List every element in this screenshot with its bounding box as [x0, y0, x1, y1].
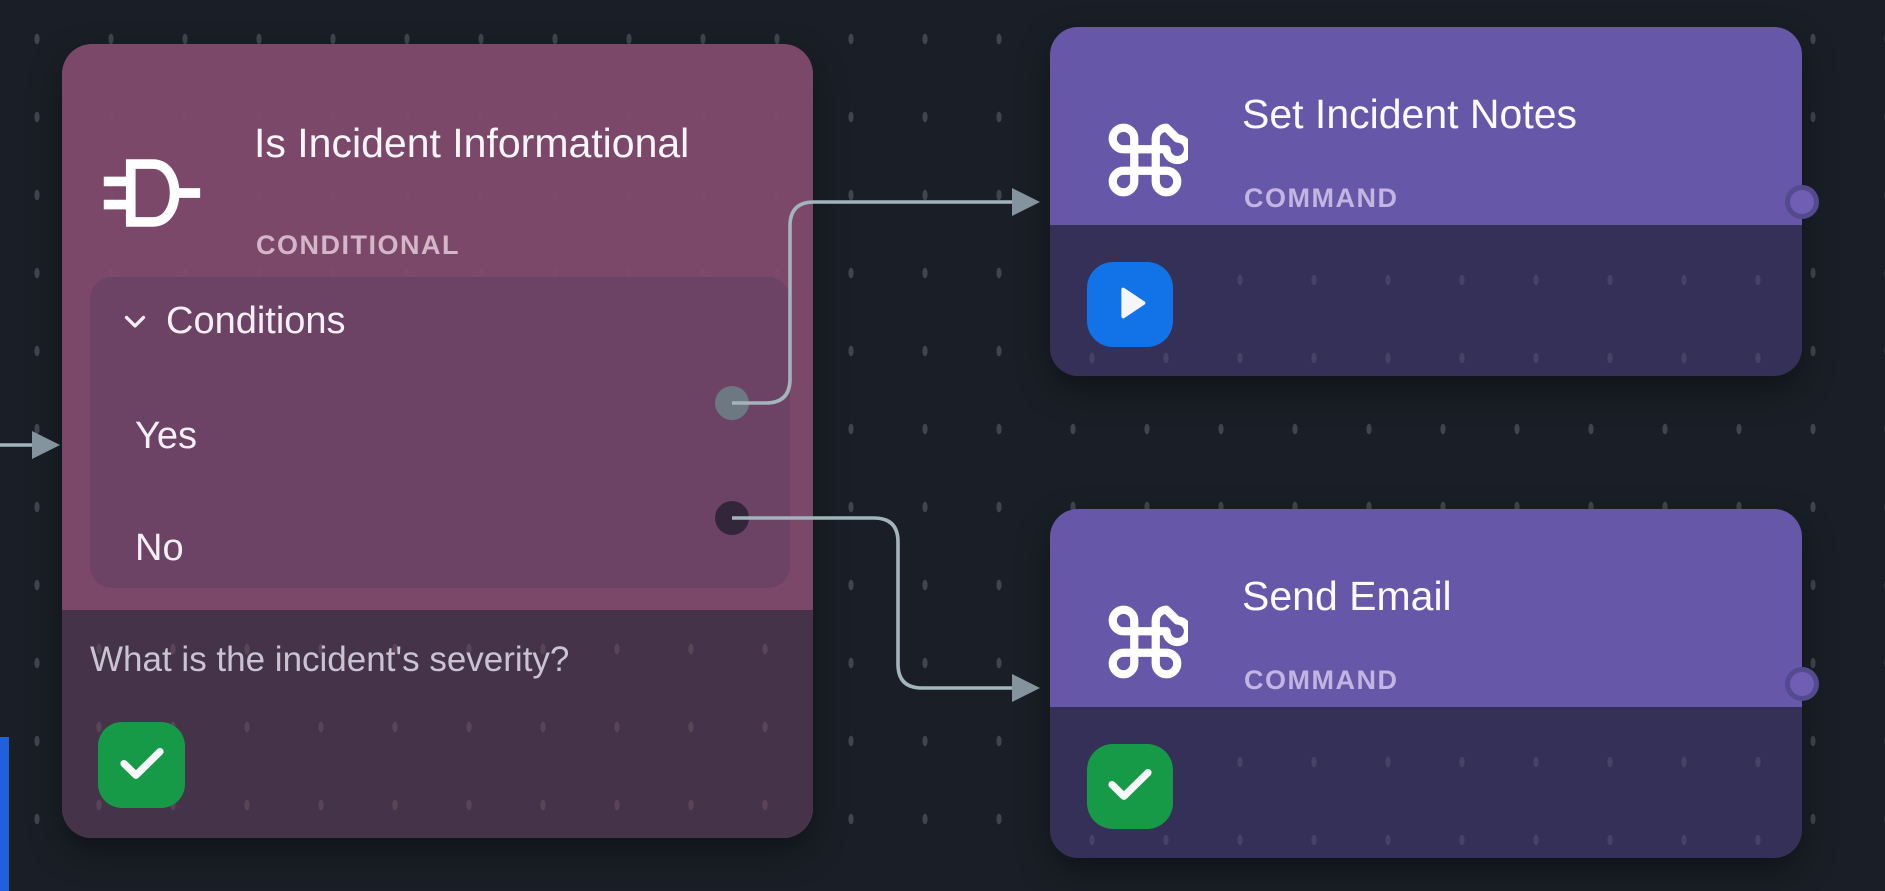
check-icon: [1103, 758, 1157, 815]
status-success-button[interactable]: [1087, 744, 1173, 829]
command-icon: [1102, 599, 1193, 685]
logic-gate-icon: [98, 150, 204, 236]
node-header: Set Incident Notes COMMAND: [1050, 27, 1802, 225]
node-set-incident-notes[interactable]: Set Incident Notes COMMAND: [1050, 27, 1819, 376]
node-type-badge: COMMAND: [1244, 183, 1399, 213]
edge-incoming[interactable]: [0, 431, 60, 459]
port-yes[interactable]: [715, 386, 749, 420]
arrowhead: [32, 431, 60, 459]
node-title: Is Incident Informational: [254, 120, 690, 166]
node-header: Send Email COMMAND: [1050, 509, 1802, 707]
node-body: [1050, 707, 1802, 858]
node-type-badge: CONDITIONAL: [256, 230, 460, 260]
condition-question: What is the incident's severity?: [90, 640, 570, 679]
node-body: [1050, 225, 1802, 376]
node-title: Send Email: [1242, 573, 1452, 619]
condition-output-no: No: [135, 527, 184, 569]
conditions-header[interactable]: Conditions: [118, 295, 346, 347]
conditions-label: Conditions: [166, 299, 346, 342]
check-icon: [115, 737, 169, 794]
port-output[interactable]: [1785, 667, 1819, 701]
chevron-down-icon: [118, 304, 152, 338]
node-type-badge: COMMAND: [1244, 665, 1399, 695]
status-success-button[interactable]: [98, 722, 185, 808]
run-button[interactable]: [1087, 262, 1173, 347]
arrowhead: [1012, 674, 1040, 702]
conditional-footer: What is the incident's severity?: [62, 610, 813, 838]
node-conditional[interactable]: Is Incident Informational CONDITIONAL Co…: [62, 44, 813, 838]
conditions-panel: Conditions Yes No: [90, 277, 790, 588]
condition-output-yes: Yes: [135, 415, 197, 457]
arrowhead: [1012, 188, 1040, 216]
side-panel-edge: [0, 737, 9, 891]
command-icon: [1102, 117, 1193, 203]
port-no[interactable]: [715, 501, 749, 535]
node-title: Set Incident Notes: [1242, 91, 1578, 137]
node-send-email[interactable]: Send Email COMMAND: [1050, 509, 1819, 858]
play-icon: [1107, 280, 1153, 329]
port-output[interactable]: [1785, 185, 1819, 219]
